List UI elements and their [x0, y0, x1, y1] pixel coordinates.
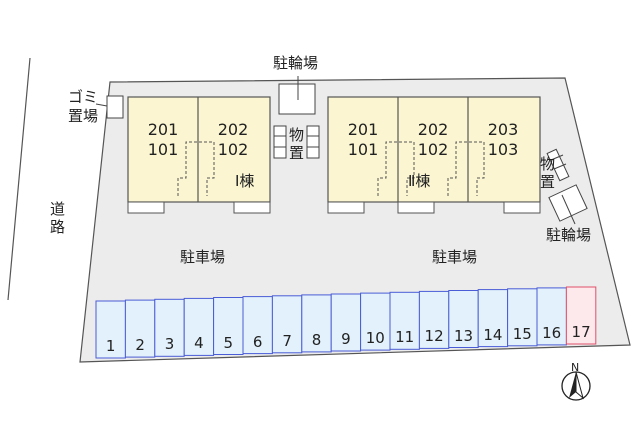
parking-space-17 — [565, 286, 597, 345]
unit-upper: 201 — [147, 120, 179, 139]
north-arrow-icon — [561, 371, 591, 401]
b2-unit-3: 203 103 — [468, 120, 538, 160]
unit-lower: 101 — [147, 140, 179, 159]
parking-space-3 — [154, 298, 185, 357]
storage-right-shed — [546, 148, 570, 182]
unit-upper: 202 — [217, 120, 249, 139]
parking-space-number: 1 — [105, 337, 116, 355]
building-1-label: Ⅰ棟 — [235, 172, 255, 190]
parking-space-1 — [95, 300, 126, 359]
unit-lower: 102 — [417, 140, 449, 159]
parking-left-label: 駐車場 — [180, 248, 226, 266]
parking-space-14 — [477, 289, 509, 348]
parking-right-label: 駐車場 — [432, 248, 478, 266]
unit-upper: 203 — [487, 120, 519, 139]
unit-lower: 101 — [347, 140, 379, 159]
unit-lower: 102 — [217, 140, 249, 159]
parking-space-number: 13 — [453, 326, 474, 345]
b2-unit-2: 202 102 — [398, 120, 468, 160]
parking-space-8 — [301, 294, 332, 353]
parking-space-2 — [124, 299, 156, 358]
unit-upper: 201 — [347, 120, 379, 139]
parking-space-number: 15 — [512, 324, 532, 343]
parking-space-9 — [330, 293, 362, 352]
parking-space-number: 4 — [194, 334, 204, 353]
storage-right-label: 物置 — [540, 155, 556, 191]
parking-space-number: 17 — [571, 323, 591, 341]
b1-unit-1: 201 101 — [128, 120, 198, 160]
parking-space-5 — [213, 297, 244, 355]
building-2-label: Ⅱ棟 — [408, 172, 431, 190]
parking-space-number: 14 — [483, 325, 503, 344]
north-label: N — [571, 361, 580, 374]
bike-top-label: 駐輪場 — [273, 54, 319, 72]
parking-space-number: 11 — [395, 328, 415, 347]
trash-box — [106, 95, 124, 119]
unit-lower: 103 — [487, 140, 519, 159]
bike-right-label: 駐輪場 — [546, 226, 592, 244]
parking-space-number: 5 — [223, 333, 234, 352]
parking-space-number: 3 — [164, 335, 175, 354]
unit-upper: 202 — [417, 120, 449, 139]
road-edge-line — [7, 57, 31, 301]
road-label: 道路 — [50, 200, 66, 236]
trash-label-line2: 置場 — [68, 107, 99, 125]
bike-shed-top — [278, 83, 316, 115]
parking-space-15 — [507, 288, 538, 347]
parking-space-number: 2 — [135, 336, 145, 355]
trash-label-line1: ゴミ — [68, 88, 99, 106]
storage-left-shed — [273, 125, 320, 159]
building-2 — [327, 96, 541, 214]
trash-leader — [95, 103, 108, 107]
bike-shed-right — [548, 184, 588, 225]
parking-space-number: 7 — [282, 331, 292, 350]
parking-space-number: 6 — [252, 332, 263, 351]
parking-space-number: 12 — [424, 327, 444, 346]
b1-unit-2: 202 102 — [198, 120, 268, 160]
parking-space-4 — [183, 297, 215, 356]
parking-space-number: 8 — [311, 330, 322, 349]
parking-space-number: 10 — [365, 329, 385, 348]
parking-spaces — [95, 286, 597, 359]
parking-space-number: 9 — [341, 330, 351, 348]
building-1 — [127, 96, 271, 214]
storage-left-label: 物置 — [289, 126, 305, 162]
b2-unit-1: 201 101 — [328, 120, 398, 160]
parking-space-number: 16 — [542, 323, 562, 342]
